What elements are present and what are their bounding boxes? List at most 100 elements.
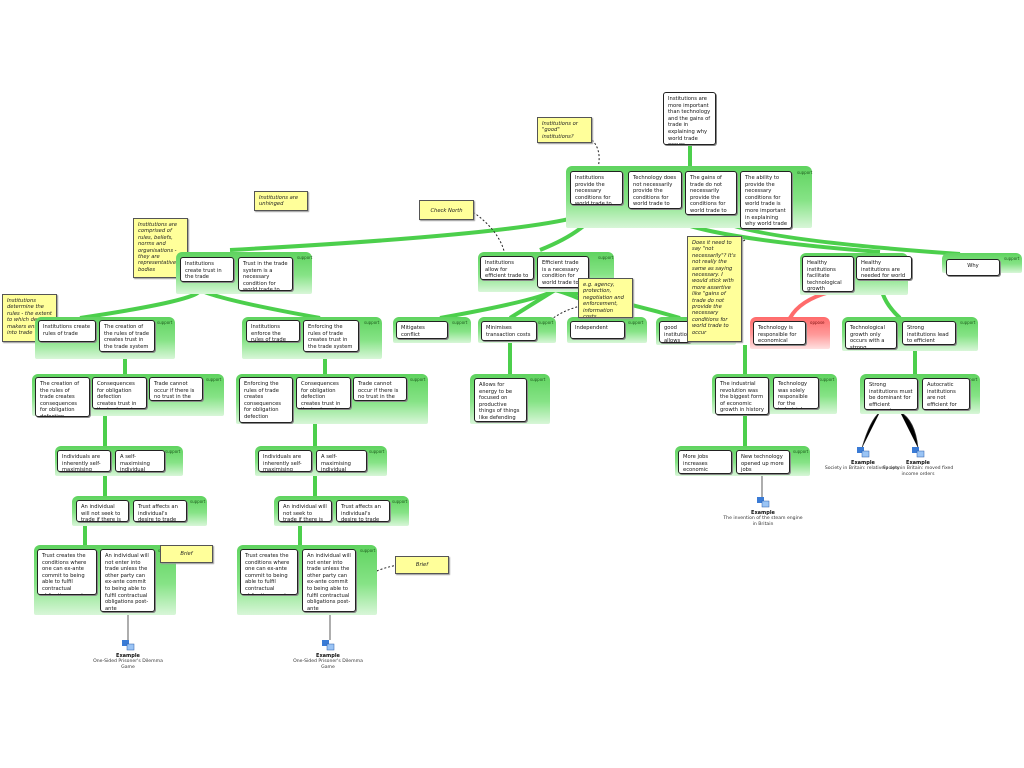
mid-consequences-trust-box[interactable]: Consequences for obligation defection cr…: [296, 377, 351, 409]
note-unhinged[interactable]: Institutions are unhinged: [254, 191, 308, 211]
mid-no-trust-box[interactable]: Trade cannot occur if there is no trust …: [353, 377, 407, 401]
mid-cannot-trust-text: A self-maximising individual cannot be t…: [321, 454, 351, 472]
enforce-rules-box[interactable]: Institutions enforce the rules of trade: [246, 320, 300, 342]
allows-energy-text: Allows for energy to be focused on produ…: [479, 382, 520, 421]
inst-create-trust-box[interactable]: Institutions create trust in the trade s…: [180, 257, 234, 282]
enforcing-trust-text: Enforcing the rules of trade creates tru…: [308, 324, 353, 350]
main-claim-box[interactable]: Institutions are more important than tec…: [663, 92, 716, 145]
reason-r4-text: The ability to provide the necessary con…: [745, 175, 788, 228]
tech-solely-box[interactable]: Technology was solely responsible for th…: [773, 377, 819, 409]
main-claim-text: Institutions are more important than tec…: [668, 96, 711, 144]
tech-growth-box[interactable]: Technological growth only occurs with a …: [845, 321, 897, 349]
example-icon: [857, 447, 870, 458]
independent-box[interactable]: Independent: [570, 321, 625, 339]
healthy-needed-text: Healthy institutions are needed for worl…: [861, 260, 906, 280]
good-inst-text: good institutions allows for wealth to .…: [664, 325, 691, 343]
mid-no-seek-text: An individual will not seek to trade if …: [283, 504, 327, 522]
strong-dominant-box[interactable]: Strong institutions must be dominant for…: [864, 378, 918, 410]
note-good-institutions-text: Institutions or "good" institutions?: [542, 121, 578, 140]
example-open-label: Example: [851, 460, 875, 466]
healthy-facilitate-box[interactable]: Healthy institutions facilitate technolo…: [802, 256, 854, 292]
autocratic-text: Autocratic institutions are not efficien…: [927, 382, 957, 409]
example-open-text: Society in Britain: relatively open: [824, 466, 902, 471]
enforcing-trust-box[interactable]: Enforcing the rules of trade creates tru…: [303, 320, 359, 352]
support-tag: support: [190, 499, 206, 504]
example-fixed-income[interactable]: Example Society in Britain: moved fixed …: [878, 446, 958, 478]
note-not-necessarily-text: Does it need to say "not necessarily"? I…: [692, 240, 736, 336]
reason-box-r2[interactable]: Technology does not necessarily provide …: [628, 171, 682, 209]
mid-ex-ante-box[interactable]: Trust creates the conditions where one c…: [240, 549, 298, 595]
support-tag: support: [165, 449, 181, 454]
no-seek-trade-box[interactable]: An individual will not seek to trade if …: [76, 500, 129, 522]
enforcing-consequences-box[interactable]: Enforcing the rules of trade creates con…: [239, 377, 293, 423]
mitigates-text: Mitigates conflict: [401, 325, 425, 338]
note-brief-left[interactable]: Brief: [160, 545, 213, 563]
reason-box-r1[interactable]: Institutions provide the necessary condi…: [570, 171, 623, 205]
enforcing-consequences-text: Enforcing the rules of trade creates con…: [244, 381, 282, 420]
mid-no-seek-box[interactable]: An individual will not seek to trade if …: [278, 500, 332, 522]
no-trust-no-trade-text: Trade cannot occur if there is no trust …: [154, 381, 195, 401]
creation-rules-trust-box[interactable]: The creation of the rules of trade creat…: [99, 320, 155, 352]
example-open-society[interactable]: Example Society in Britain: relatively o…: [823, 446, 903, 472]
mid-cannot-trust-box[interactable]: A self-maximising individual cannot be t…: [316, 450, 367, 472]
mid-ex-ante-text: Trust creates the conditions where one c…: [245, 553, 290, 594]
example-mid[interactable]: Example One-Sided Prisoner's Dilemma Gam…: [288, 639, 368, 671]
mitigates-box[interactable]: Mitigates conflict: [396, 321, 448, 339]
self-maximising-box[interactable]: Individuals are inherently self-maximisi…: [57, 450, 111, 472]
link-r1-to-left: [229, 204, 602, 252]
industrial-rev-box[interactable]: The industrial revolution was the bigges…: [715, 377, 769, 415]
new-tech-box[interactable]: New technology opened up more jobs: [736, 450, 790, 474]
inst-allow-efficient-box[interactable]: Institutions allow for efficient trade t…: [480, 256, 534, 280]
allows-energy-box[interactable]: Allows for energy to be focused on produ…: [474, 378, 527, 422]
support-tag: support: [797, 170, 813, 175]
no-seek-trade-text: An individual will not seek to trade if …: [81, 504, 121, 522]
cannot-be-trusted-text: A self-maximising individual cannot be t…: [120, 454, 150, 472]
example-icon: [912, 447, 925, 458]
mid-trust-affects-box[interactable]: Trust affects an individual's desire to …: [336, 500, 390, 522]
self-maximising-text: Individuals are inherently self-maximisi…: [62, 454, 101, 472]
reason-box-r4[interactable]: The ability to provide the necessary con…: [740, 171, 792, 229]
no-enter-trade-box[interactable]: An individual will not enter into trade …: [100, 549, 155, 612]
trust-condition-box[interactable]: Trust in the trade system is a necessary…: [238, 257, 293, 291]
creation-consequences-box[interactable]: The creation of the rules of trade creat…: [35, 377, 90, 417]
note-brief-mid[interactable]: Brief: [395, 556, 449, 574]
healthy-needed-box[interactable]: Healthy institutions are needed for worl…: [856, 256, 912, 280]
mid-self-maximising-box[interactable]: Individuals are inherently self-maximisi…: [258, 450, 312, 472]
example-steam[interactable]: Example The invention of the steam engin…: [723, 496, 803, 528]
note-check-north-text: Check North: [430, 208, 463, 214]
note-unhinged-text: Institutions are unhinged: [259, 195, 299, 208]
why-box[interactable]: Why: [946, 259, 1000, 276]
autocratic-box[interactable]: Autocratic institutions are not efficien…: [922, 378, 970, 410]
support-tag: support: [369, 449, 385, 454]
support-tag: support: [364, 320, 380, 325]
cannot-be-trusted-box[interactable]: A self-maximising individual cannot be t…: [115, 450, 165, 472]
tech-responsible-box[interactable]: Technology is responsible for economical…: [753, 321, 806, 345]
note-agency[interactable]: e.g. agency, protection, negotiation and…: [578, 278, 633, 318]
mid-no-enter-box[interactable]: An individual will not enter into trade …: [302, 549, 356, 612]
example-left[interactable]: Example One-Sided Prisoner's Dilemma Gam…: [88, 639, 168, 671]
note-check-north[interactable]: Check North: [419, 200, 474, 220]
mid-no-trust-text: Trade cannot occur if there is no trust …: [358, 381, 399, 401]
reason-r2-text: Technology does not necessarily provide …: [633, 175, 677, 208]
ex-ante-conditions-box[interactable]: Trust creates the conditions where one c…: [37, 549, 97, 595]
enforce-rules-text: Institutions enforce the rules of trade: [251, 324, 286, 342]
consequences-trust-box[interactable]: Consequences for obligation defection cr…: [92, 377, 147, 409]
more-jobs-box[interactable]: More jobs increases economic growth: [678, 450, 732, 474]
example-left-text: One-Sided Prisoner's Dilemma Game: [93, 659, 163, 670]
tech-solely-text: Technology was solely responsible for th…: [778, 381, 808, 408]
support-tag: support: [157, 320, 173, 325]
create-rules-box[interactable]: Institutions create rules of trade: [38, 320, 96, 342]
minimises-box[interactable]: Minimises transaction costs: [481, 321, 537, 341]
example-left-label: Example: [116, 653, 140, 659]
trust-affects-box[interactable]: Trust affects an individual's desire to …: [133, 500, 187, 522]
example-steam-text: The invention of the steam engine in Bri…: [723, 516, 803, 527]
consequences-trust-text: Consequences for obligation defection cr…: [97, 381, 141, 408]
oppose-links: [788, 290, 831, 320]
support-tag: support: [819, 377, 835, 382]
reason-box-r3[interactable]: The gains of trade do not necessarily pr…: [685, 171, 737, 215]
note-brief-left-text: Brief: [180, 551, 193, 557]
note-not-necessarily[interactable]: Does it need to say "not necessarily"? I…: [687, 236, 742, 342]
strong-inst-box[interactable]: Strong institutions lead to efficient ec…: [902, 321, 956, 345]
no-trust-no-trade-box[interactable]: Trade cannot occur if there is no trust …: [149, 377, 203, 401]
note-good-institutions[interactable]: Institutions or "good" institutions?: [537, 117, 592, 143]
